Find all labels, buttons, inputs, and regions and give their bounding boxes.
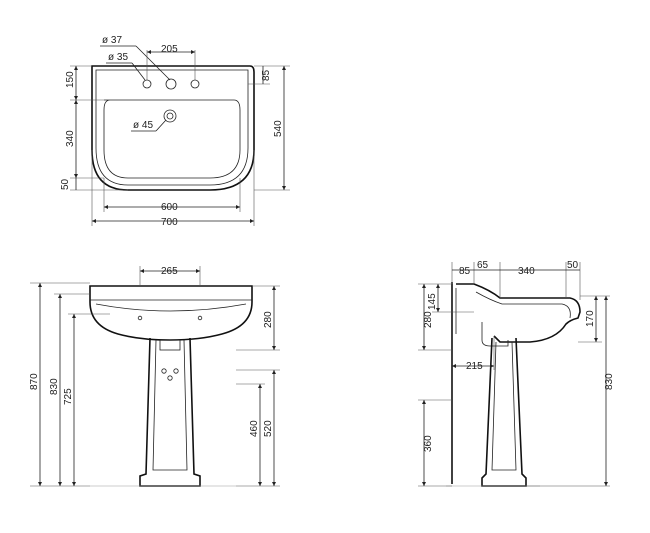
dim-725-label: 725	[63, 388, 74, 405]
front-tap-mark-left	[137, 315, 143, 321]
side-basin-inner	[475, 291, 571, 319]
front-hole-3	[167, 375, 173, 381]
basin-outer-outline	[91, 65, 255, 191]
front-tap-mark-right	[197, 315, 203, 321]
dim-830-label: 830	[49, 378, 60, 395]
tap-hole-center	[165, 78, 177, 90]
hole-small-label: ø 35	[108, 52, 128, 63]
dim-280-label: 280	[263, 311, 274, 328]
hole-small-leader-diag	[131, 62, 146, 81]
dim-340-side-label: 340	[518, 266, 535, 277]
dim-145-label: 145	[427, 293, 438, 310]
dim-side-280-label: 280	[423, 311, 434, 328]
tap-hole-left	[142, 79, 152, 89]
dim-150-label: 150	[65, 71, 76, 88]
front-pedestal	[139, 337, 201, 487]
dim-205-label: 205	[161, 44, 178, 55]
dim-50-label: 50	[60, 178, 71, 190]
drain-hole	[163, 109, 177, 123]
dim-340-label: 340	[65, 130, 76, 147]
dim-265-label: 265	[161, 266, 178, 277]
dim-85-label: 85	[261, 69, 272, 81]
side-basin	[456, 283, 581, 343]
front-basin	[89, 285, 253, 341]
basin-rim-line	[95, 69, 249, 186]
tap-hole-right	[190, 79, 200, 89]
dim-870-label: 870	[29, 373, 40, 390]
top-view: ø 37 ø 35 205 ø 45 150 340 50 85 540	[60, 35, 290, 228]
dim-360-label: 360	[423, 435, 434, 452]
front-rim-curve	[95, 303, 247, 312]
dim-170-label: 170	[585, 310, 596, 327]
basin-bowl	[103, 99, 241, 179]
front-hole-2	[173, 368, 179, 374]
dim-460-label: 460	[249, 420, 260, 437]
dim-540-label: 540	[273, 120, 284, 137]
dim-520-label: 520	[263, 420, 274, 437]
dim-85-side-label: 85	[459, 266, 471, 277]
front-hole-1	[161, 368, 167, 374]
dim-50-side-label: 50	[567, 260, 579, 271]
dim-215-label: 215	[466, 361, 483, 372]
side-pedestal	[481, 337, 527, 487]
dim-700-label: 700	[161, 217, 178, 228]
side-pedestal-inner	[491, 341, 517, 471]
front-pedestal-inner	[152, 339, 188, 471]
drain-label: ø 45	[133, 120, 153, 131]
drain-leader-diag	[155, 119, 167, 132]
dim-side-830-label: 830	[604, 373, 615, 390]
front-view: 265 870 830 725 280 460 520	[29, 266, 280, 487]
hole-large-leader-diag	[135, 45, 171, 81]
hole-large-label: ø 37	[102, 35, 122, 46]
front-pedestal-slot	[159, 339, 181, 351]
drain-inner	[166, 112, 174, 120]
side-trap	[481, 322, 509, 347]
dim-600-label: 600	[161, 202, 178, 213]
dim-65-label: 65	[477, 260, 489, 271]
side-view: 85 65 340 50 145 280 360 215 170 830	[418, 260, 615, 487]
